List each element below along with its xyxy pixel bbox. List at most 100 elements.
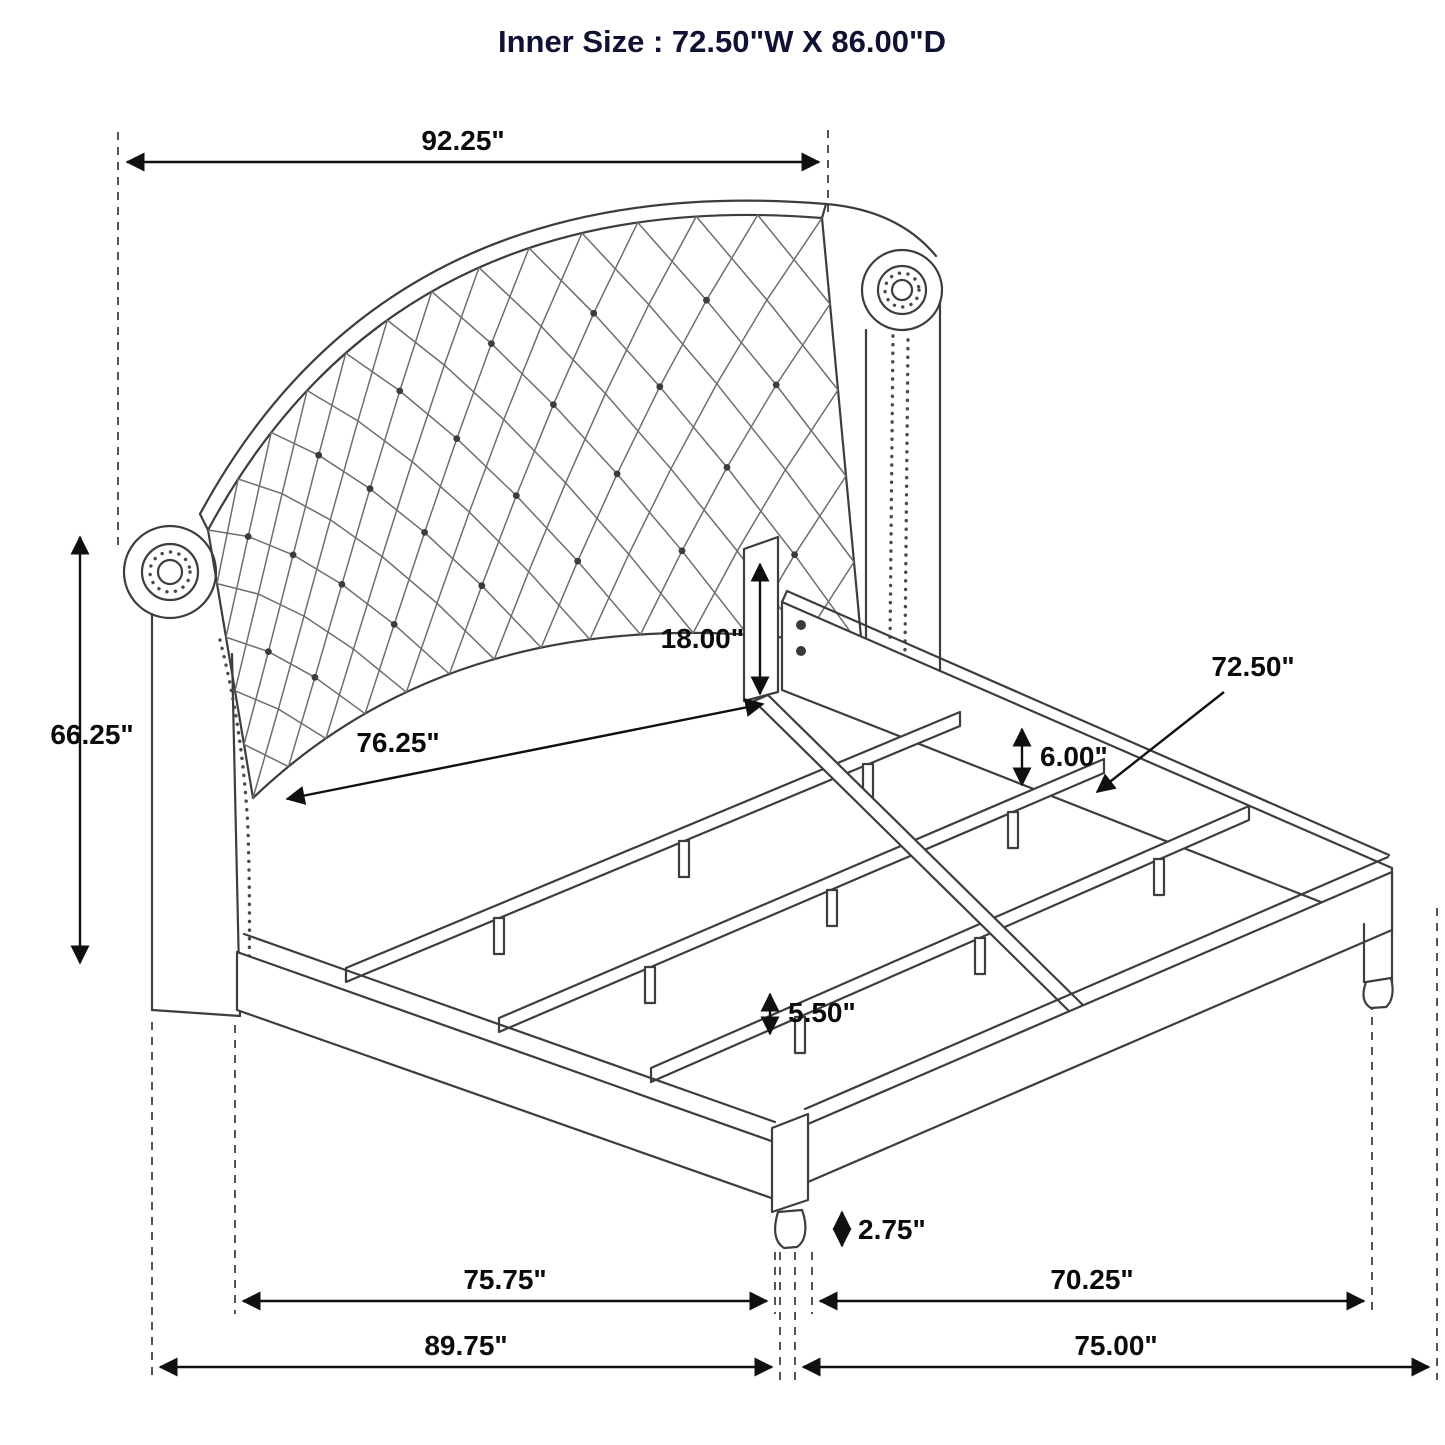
tuft-line <box>270 431 542 649</box>
foot-height-dim-label: 2.75" <box>858 1214 926 1245</box>
slat-support-leg <box>973 936 987 976</box>
tuft-button <box>453 435 461 442</box>
tuft-button <box>678 547 686 555</box>
slat-support-leg <box>1152 857 1166 897</box>
tuft-button <box>613 470 621 478</box>
right-scroll-nailhead-trim <box>883 271 921 309</box>
tuft-button <box>772 381 780 389</box>
headboard-tufting <box>207 214 863 799</box>
slat <box>649 804 1251 1084</box>
slat-leg-height-dim-label: 5.50" <box>788 997 856 1028</box>
left-scroll-mid <box>140 542 200 602</box>
tuft-button <box>289 551 297 559</box>
slat-support-leg <box>825 888 839 928</box>
tuft-line <box>448 222 639 675</box>
tuft-button <box>396 387 404 395</box>
slat-length-dim-label: 72.50" <box>1211 651 1294 682</box>
tuft-line <box>364 247 530 714</box>
tuft-button <box>723 464 731 471</box>
tuft-button <box>488 340 495 347</box>
right-scroll-outer <box>860 248 944 332</box>
tuft-line <box>234 690 327 740</box>
right-scroll-mid <box>876 264 928 316</box>
slat-support-leg <box>793 1015 807 1055</box>
left-rail-inner-edge <box>242 932 777 1124</box>
right-scroll-center <box>890 278 914 302</box>
tuft-button <box>311 673 319 681</box>
tuft-line <box>243 352 347 745</box>
tuft-line <box>243 743 289 768</box>
headboard-inner-width-dim-line <box>285 698 765 805</box>
tuft-button <box>265 648 272 655</box>
headboard-top-outer-edge <box>198 199 828 516</box>
tuft-button <box>791 551 798 559</box>
tuft-button <box>338 581 346 588</box>
tuft-line <box>325 267 480 739</box>
tuft-line <box>287 291 433 767</box>
slat-system <box>344 710 1251 1084</box>
dimensions: 92.25" 66.25" 76.25" 18.00" 6.00" 72.50"… <box>50 125 1431 1377</box>
bolt-hole <box>796 620 806 630</box>
right-wing-nailhead-trim <box>903 338 910 652</box>
tuft-button <box>512 492 520 499</box>
headboard-face-left-edge <box>206 528 255 800</box>
tuft-line <box>637 222 847 477</box>
headboard-to-rail-dim-label: 18.00" <box>661 623 744 654</box>
slat-length-leader-line <box>1095 691 1225 793</box>
tuft-button <box>703 296 710 304</box>
frame-rails <box>235 855 1394 1202</box>
tuft-line <box>225 636 366 715</box>
extension-lines <box>117 130 1438 1380</box>
overall-side-length-dim-label: 89.75" <box>424 1330 507 1361</box>
inner-size-title: Inner Size : 72.50"W X 86.00"D <box>498 24 946 59</box>
right-corner-leg <box>1362 922 1394 1010</box>
tuft-line <box>493 216 697 660</box>
slat-support-leg <box>677 839 691 879</box>
left-scroll-outer <box>122 524 218 620</box>
tuft-line <box>540 214 759 648</box>
slat-support-leg <box>643 965 657 1005</box>
tuft-line <box>405 232 583 693</box>
tuft-line <box>207 529 450 675</box>
front-rail-inner-edge <box>803 855 1390 1111</box>
tuft-line <box>695 216 839 391</box>
frame-side-length-dim-label: 75.75" <box>463 1264 546 1295</box>
tuft-button <box>550 401 557 408</box>
tuft-line <box>589 217 823 640</box>
tuft-button <box>574 557 582 565</box>
right-wing-nailhead-trim <box>888 334 895 646</box>
tuft-button <box>315 451 323 459</box>
side-rail-height-dim-label: 6.00" <box>1040 741 1108 772</box>
bolt-hole <box>796 646 806 656</box>
tuft-line <box>386 319 694 634</box>
headboard-apex-cap <box>820 202 828 220</box>
slat-support-leg <box>1006 810 1020 850</box>
tuft-button <box>478 582 486 590</box>
left-scroll-nailhead-trim <box>148 550 192 594</box>
slat-support-leg <box>492 916 506 956</box>
overall-width-dim-label: 92.25" <box>421 125 504 156</box>
overall-front-width-dim-label: 75.00" <box>1074 1330 1157 1361</box>
tuft-button <box>390 621 398 628</box>
tuft-line <box>345 352 642 635</box>
front-frame-rail <box>806 870 1394 1184</box>
left-frame-rail <box>235 950 779 1202</box>
slat <box>497 757 1106 1034</box>
headboard-inner-width-dim-label: 76.25" <box>356 727 439 758</box>
tuft-line <box>234 390 308 691</box>
tuft-line <box>216 478 239 584</box>
tuft-button <box>590 309 598 317</box>
side-rail-top-face <box>780 589 1391 857</box>
left-scroll-center <box>156 558 184 586</box>
right-scroll-top-edge <box>824 202 938 258</box>
corner-post <box>770 1112 810 1214</box>
tuft-button <box>421 529 428 536</box>
headboard-height-dim-label: 66.25" <box>50 719 133 750</box>
tuft-button <box>244 533 252 540</box>
bun-foot <box>774 1208 807 1250</box>
left-leg-bottom-edge <box>150 1008 242 1018</box>
tuft-line <box>528 247 863 649</box>
headboard-face-right-edge <box>820 216 864 650</box>
